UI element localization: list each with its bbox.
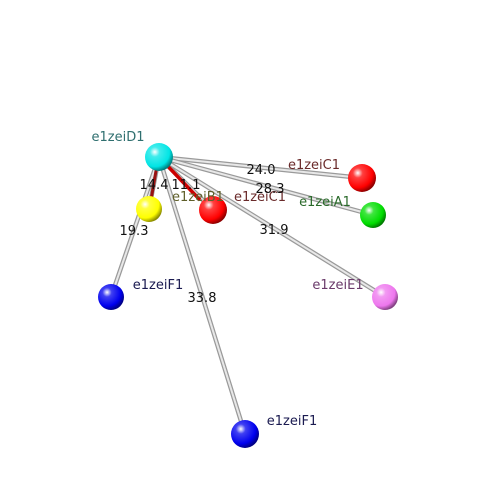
atom-label-B1: e1zeiB1 bbox=[172, 190, 224, 205]
atom-label-F1a: e1zeiF1 bbox=[133, 278, 183, 293]
distance-label-D1-F1b: 33.8 bbox=[188, 291, 217, 306]
atom-F1a bbox=[98, 284, 124, 310]
atom-label-E1: e1zeiE1 bbox=[312, 278, 363, 293]
distance-label-D1-E1: 31.9 bbox=[260, 223, 289, 238]
atom-label-D1: e1zeiD1 bbox=[92, 130, 145, 145]
distance-label-D1-A1: 28.3 bbox=[256, 182, 285, 197]
distance-label-D1-C1b: 11.1 bbox=[172, 178, 201, 193]
edge-D1-C1a bbox=[156, 154, 365, 181]
distance-label-D1-B1: 14.4 bbox=[140, 178, 169, 193]
distance-label-D1-C1a: 24.0 bbox=[247, 163, 276, 178]
edge-D1-F1a bbox=[108, 154, 162, 300]
atom-label-A1: e1zeiA1 bbox=[299, 195, 351, 210]
atom-C1b bbox=[199, 196, 227, 224]
atom-A1 bbox=[360, 202, 386, 228]
atom-E1 bbox=[372, 284, 398, 310]
atom-B1 bbox=[136, 196, 162, 222]
labels: e1zeiD1 e1zeiC1 e1zeiC1 e1zeiB1 e1zeiA1 e1zei… bbox=[92, 130, 364, 429]
atom-label-C1b: e1zeiC1 bbox=[234, 190, 286, 205]
atom-D1 bbox=[145, 143, 173, 171]
atom-C1a bbox=[348, 164, 376, 192]
nodes bbox=[98, 143, 398, 448]
atom-label-C1a: e1zeiC1 bbox=[288, 158, 340, 173]
distance-label-D1-F1a: 19.3 bbox=[120, 224, 149, 239]
bond-segment-dark bbox=[149, 164, 159, 201]
atom-F1b bbox=[231, 420, 259, 448]
edge-D1-F1b bbox=[156, 154, 248, 437]
atom-label-F1b: e1zeiF1 bbox=[267, 414, 317, 429]
edge-D1-A1 bbox=[156, 154, 376, 218]
edge-D1-E1 bbox=[156, 154, 388, 300]
